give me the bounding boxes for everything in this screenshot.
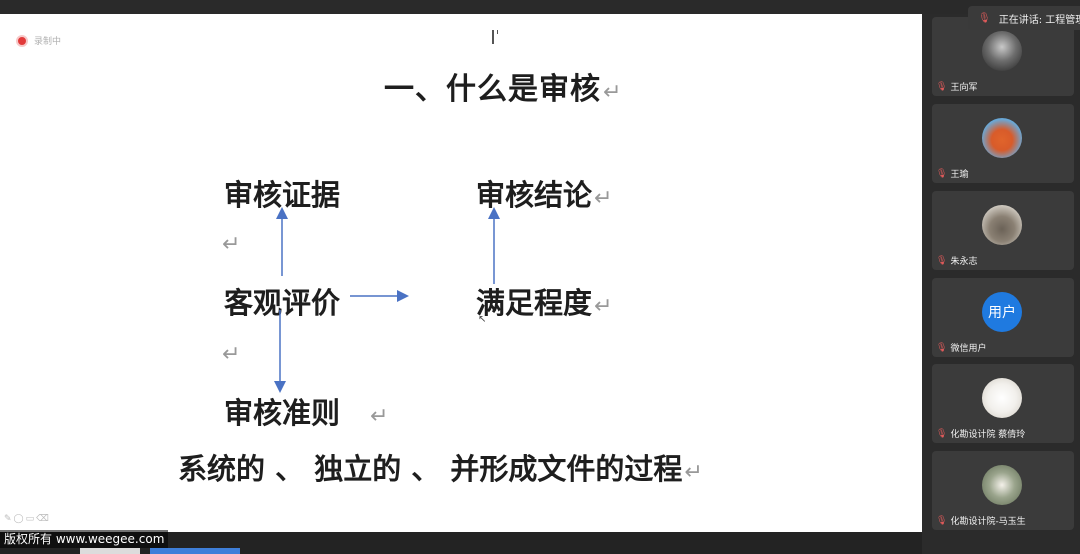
shape-icon[interactable]: ◯ (13, 514, 26, 524)
participant-tile[interactable]: 用户 🎙 微信用户 (932, 278, 1074, 357)
word-satisfy: 满足程度↵ (476, 280, 612, 322)
participant-name: 化勘设计院 蔡倩玲 (950, 430, 1026, 440)
speaking-label: 正在讲话: 工程管理 (998, 14, 1080, 26)
participant-tile[interactable]: 🎙 王瑜 (932, 104, 1074, 183)
word-objective-text: 客观评价 (224, 286, 341, 320)
avatar (982, 378, 1022, 418)
taskbar-item-active[interactable] (150, 548, 240, 554)
participant-tile[interactable]: 🎙 朱永志 (932, 191, 1074, 270)
participant-name-row: 🎙 化勘设计院 蔡倩玲 (936, 427, 1026, 441)
participant-name-row: 🎙 朱永志 (936, 254, 978, 268)
avatar (982, 31, 1022, 71)
participant-name-row: 🎙 化勘设计院-马玉生 (936, 514, 1026, 528)
slide-title: 一、什么是审核↵ (384, 64, 622, 108)
eraser-icon[interactable]: ▭ (25, 514, 37, 524)
return-mark: ↵ (594, 186, 613, 211)
text-cursor (492, 30, 498, 44)
participant-name: 朱永志 (950, 257, 978, 267)
avatar (982, 465, 1022, 505)
mouse-pointer-icon: ↖ (478, 314, 487, 325)
mic-muted-icon: 🎙 (936, 168, 948, 179)
return-mark: ↵ (222, 232, 241, 257)
mic-muted-icon: 🎙 (936, 428, 948, 439)
relation-arrows (274, 207, 500, 393)
return-mark: ↵ (370, 404, 389, 429)
word-evidence-text: 审核证据 (224, 178, 341, 212)
mic-muted-icon: 🎙 (936, 342, 948, 353)
word-conclusion: 审核结论↵ (476, 172, 612, 214)
return-mark: ↵ (684, 460, 703, 485)
mic-muted-icon: 🎙 (936, 81, 948, 92)
participant-name: 化勘设计院-马玉生 (950, 517, 1026, 527)
word-satisfy-text: 满足程度 (476, 286, 593, 320)
top-bar (0, 0, 1080, 14)
record-icon (16, 34, 28, 47)
annotation-toolbar[interactable]: ✎◯▭⌫ (4, 514, 51, 524)
participant-name-row: 🎙 王瑜 (936, 167, 969, 181)
participant-name-row: 🎙 微信用户 (936, 341, 987, 355)
participant-tile[interactable]: 🎙 化勘设计院 蔡倩玲 (932, 364, 1074, 443)
participant-name: 微信用户 (950, 344, 987, 354)
mic-muted-icon: 🎙 (936, 515, 948, 526)
mic-muted-icon: 🎙 (936, 255, 948, 266)
recording-label: 录制中 (34, 37, 62, 47)
participant-name-row: 🎙 王向军 (936, 80, 978, 94)
shared-slide: 录制中 一、什么是审核↵ 审核证据 审核结论↵ ↵ 客观评价 满足程度↵ ↵ 审… (0, 14, 922, 532)
return-mark: ↵ (594, 294, 613, 319)
copyright-watermark: 版权所有 www.weegee.com (0, 530, 169, 548)
word-criteria-text: 审核准则 (224, 396, 341, 430)
process-line-text: 系统的 、 独立的 、 并形成文件的过程 (178, 452, 683, 486)
slide-title-text: 一、什么是审核 (384, 72, 601, 107)
participant-tile[interactable]: 🎙 王向军 (932, 17, 1074, 96)
avatar (982, 205, 1022, 245)
participant-name: 王向军 (950, 83, 978, 93)
avatar: 用户 (982, 292, 1022, 332)
taskbar-item[interactable] (80, 548, 140, 554)
participant-tile[interactable]: 🎙 化勘设计院-马玉生 (932, 451, 1074, 530)
return-mark: ↵ (222, 342, 241, 367)
trash-icon[interactable]: ⌫ (36, 514, 51, 524)
avatar (982, 118, 1022, 158)
participant-name: 王瑜 (950, 170, 969, 180)
process-line: 系统的 、 独立的 、 并形成文件的过程↵ (178, 446, 703, 488)
word-conclusion-text: 审核结论 (476, 178, 593, 212)
recording-indicator[interactable]: 录制中 (16, 34, 61, 47)
word-objective: 客观评价 (224, 280, 340, 322)
speaker-icon: 🎙 (978, 12, 991, 24)
return-mark: ↵ (603, 80, 623, 105)
word-criteria: 审核准则 ↵ (224, 390, 388, 432)
pen-icon[interactable]: ✎ (4, 514, 14, 524)
speaking-indicator: 🎙 正在讲话: 工程管理 (968, 6, 1080, 30)
word-evidence: 审核证据 (224, 172, 340, 214)
